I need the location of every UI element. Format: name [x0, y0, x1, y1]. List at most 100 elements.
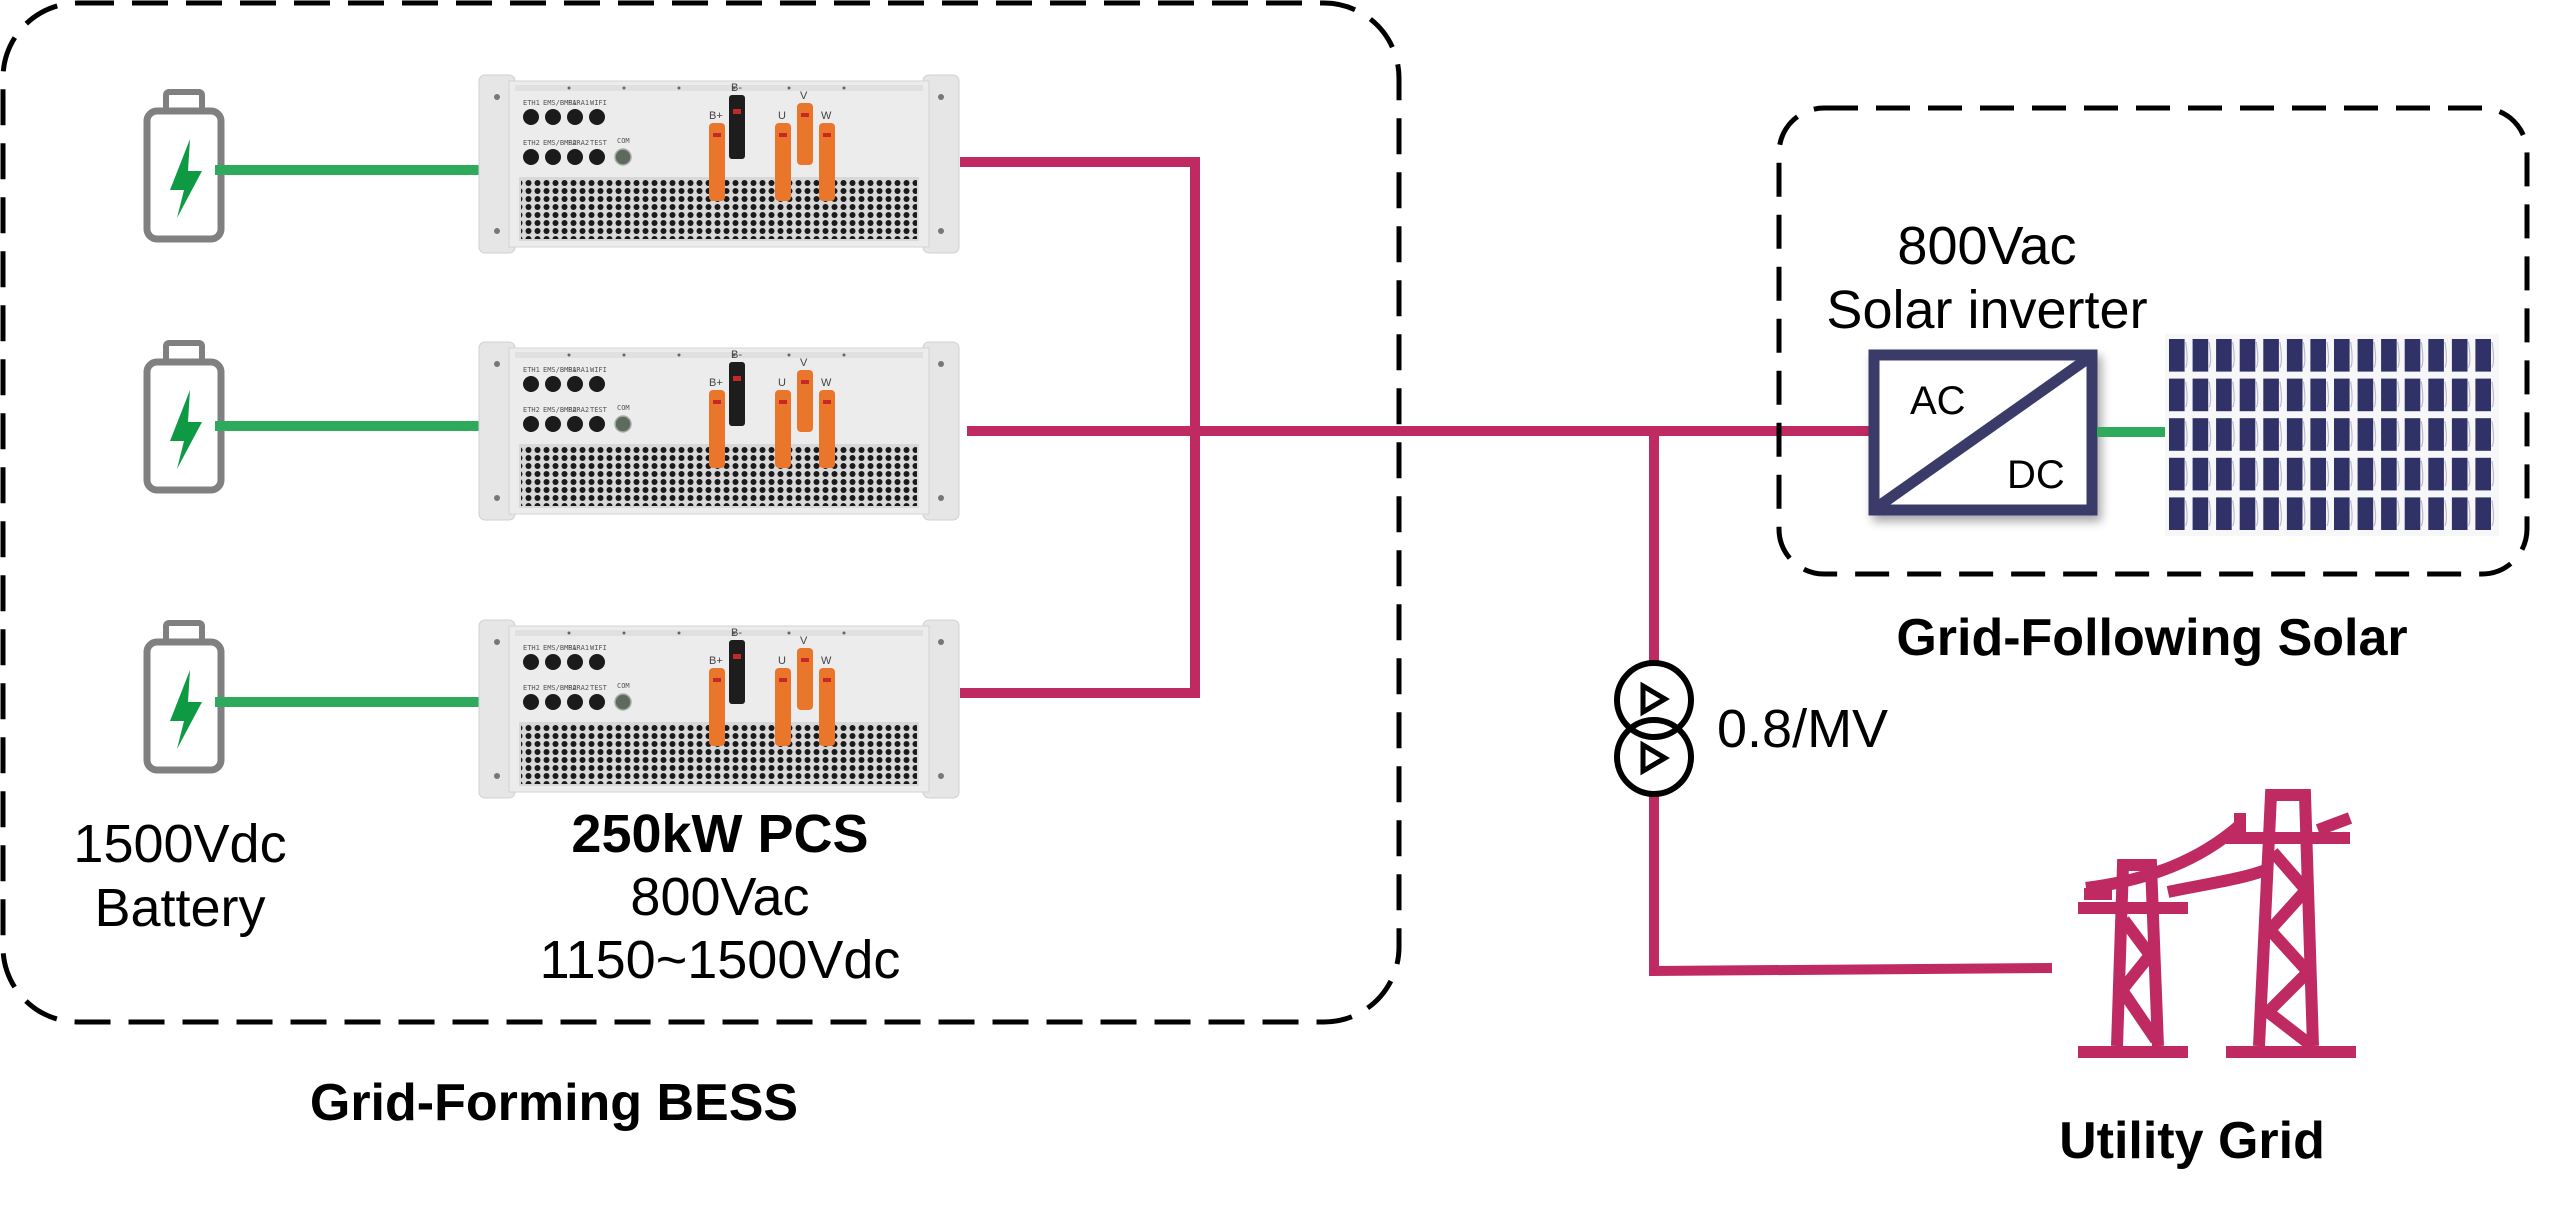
solar-cell — [2169, 497, 2185, 530]
solar-cell — [2216, 418, 2232, 451]
solar-cell-wire — [2302, 381, 2306, 408]
pcs-unit-1: ETH1 EMS/BMS1 PARA1 WIFI ETH2 EMS/BMS2 P… — [478, 74, 960, 254]
solar-cell — [2334, 418, 2350, 451]
solar-cell-wire — [2350, 500, 2353, 527]
pcs-ac-voltage-label: 800Vac — [630, 867, 809, 927]
solar-cell-wire — [2397, 381, 2400, 408]
port-label: EMS/BMS1 — [543, 644, 577, 652]
solar-cell-wire — [2397, 341, 2400, 368]
battery-type-label: Battery — [94, 878, 265, 938]
solar-cell — [2428, 457, 2444, 491]
solar-cell — [2239, 378, 2256, 412]
solar-cell — [2216, 339, 2232, 372]
port-label: PARA1 — [568, 99, 589, 107]
pcs-port-labels: ETH1 EMS/BMS1 PARA1 WIFI ETH2 EMS/BMS2 P… — [523, 349, 832, 414]
utility-grid-label: Utility Grid — [2059, 1112, 2325, 1170]
solar-panel-icon — [2165, 334, 2499, 536]
solar-cell — [2428, 339, 2444, 372]
solar-cell-wire — [2185, 421, 2188, 448]
solar-cell — [2310, 378, 2326, 412]
battery-charging-icon — [147, 92, 221, 239]
pcs-unit-3: ETH1 EMS/BMS1 PARA1 WIFI ETH2 EMS/BMS2 P… — [478, 619, 960, 799]
solar-cell-wire — [2397, 421, 2400, 448]
solar-cell — [2404, 339, 2421, 372]
solar-cell — [2404, 418, 2421, 451]
solar-cell — [2263, 339, 2279, 372]
inverter-voltage-label: 800Vac — [1897, 216, 2076, 276]
ac-line-to-grid — [1649, 794, 2053, 977]
ac-dc-converter-icon — [1868, 349, 2098, 516]
solar-cell-wire — [2232, 341, 2235, 368]
port-label: PARA2 — [568, 406, 589, 414]
solar-cell — [2404, 497, 2421, 530]
pcs-dc-range-label: 1150~1500Vdc — [540, 930, 901, 990]
solar-cell-wire — [2302, 421, 2306, 448]
solar-cell-wire — [2279, 500, 2282, 527]
solar-cell-wire — [2467, 381, 2471, 408]
solar-cell-wire — [2326, 500, 2330, 527]
solar-cell-wire — [2467, 421, 2471, 448]
solar-cell — [2192, 339, 2209, 372]
solar-cell — [2475, 457, 2491, 491]
solar-cell-wire — [2255, 421, 2259, 448]
solar-cell — [2310, 457, 2326, 491]
bess-group-border — [0, 0, 1402, 1025]
solar-cell-wire — [2444, 500, 2447, 527]
terminal-label: U — [778, 377, 786, 389]
solar-cell-wire — [2255, 381, 2259, 408]
solar-cell — [2404, 457, 2421, 491]
solar-cell — [2451, 497, 2468, 530]
solar-cell-wire — [2420, 460, 2424, 487]
port-label: ETH2 — [523, 139, 540, 147]
solar-cell — [2475, 497, 2491, 530]
port-label: COM — [617, 404, 630, 412]
solar-cell — [2169, 457, 2185, 491]
terminal-label: B- — [731, 349, 742, 361]
solar-cell-wire — [2302, 460, 2306, 487]
port-label: ETH1 — [523, 644, 540, 652]
solar-cell — [2451, 339, 2468, 372]
solar-cell — [2404, 378, 2421, 412]
solar-cell — [2381, 497, 2397, 530]
solar-cell — [2428, 418, 2444, 451]
solar-cell — [2263, 457, 2279, 491]
solar-cell-wire — [2255, 460, 2259, 487]
solar-cell-wire — [2491, 381, 2495, 408]
solar-cell-wire — [2255, 500, 2259, 527]
port-label: WIFI — [590, 99, 607, 107]
solar-cell-wire — [2420, 381, 2424, 408]
solar-cell — [2475, 378, 2491, 412]
solar-cell-wire — [2326, 460, 2330, 487]
solar-cell — [2451, 418, 2468, 451]
transformer-ratio-label: 0.8/MV — [1717, 699, 1888, 759]
solar-cell — [2239, 339, 2256, 372]
inverter-type-label: Solar inverter — [1826, 280, 2147, 340]
battery-voltage-label: 1500Vdc — [73, 814, 286, 874]
port-label: COM — [617, 137, 630, 145]
solar-cell — [2357, 339, 2374, 372]
solar-cell-wire — [2397, 460, 2400, 487]
solar-cell — [2381, 418, 2397, 451]
bess-group-label: Grid-Forming BESS — [310, 1074, 798, 1132]
solar-cell-wire — [2232, 500, 2235, 527]
solar-cell-wire — [2467, 341, 2471, 368]
solar-cell — [2216, 378, 2232, 412]
solar-cell — [2286, 378, 2303, 412]
solar-cell — [2428, 497, 2444, 530]
terminal-label: B- — [731, 82, 742, 94]
battery-1 — [147, 92, 221, 239]
solar-cell-wire — [2185, 381, 2188, 408]
solar-cell — [2310, 497, 2326, 530]
solar-cell-wire — [2373, 460, 2377, 487]
solar-cell-wire — [2350, 460, 2353, 487]
terminal-label: B+ — [709, 110, 723, 122]
terminal-label: U — [778, 655, 786, 667]
solar-cell — [2428, 378, 2444, 412]
solar-panel-frame — [2165, 334, 2499, 536]
solar-cell — [2286, 497, 2303, 530]
solar-cell — [2263, 418, 2279, 451]
solar-cell-wire — [2444, 421, 2447, 448]
solar-cell — [2239, 497, 2256, 530]
solar-cell-wire — [2373, 341, 2377, 368]
